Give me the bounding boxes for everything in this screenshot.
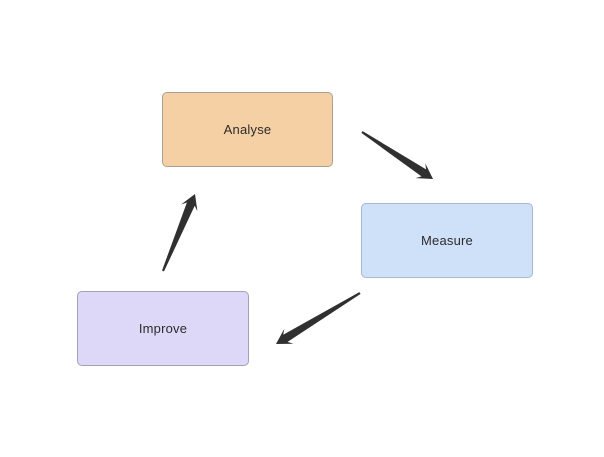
node-improve-label: Improve bbox=[138, 321, 188, 336]
arrow-analyse-to-measure[interactable] bbox=[361, 131, 433, 179]
node-analyse-label: Analyse bbox=[223, 122, 272, 137]
arrow-measure-to-improve[interactable] bbox=[276, 292, 361, 344]
node-improve[interactable]: Improve bbox=[77, 291, 249, 366]
node-measure[interactable]: Measure bbox=[361, 203, 533, 278]
node-analyse[interactable]: Analyse bbox=[162, 92, 333, 167]
arrow-improve-to-analyse[interactable] bbox=[162, 194, 198, 272]
node-measure-label: Measure bbox=[421, 233, 473, 248]
